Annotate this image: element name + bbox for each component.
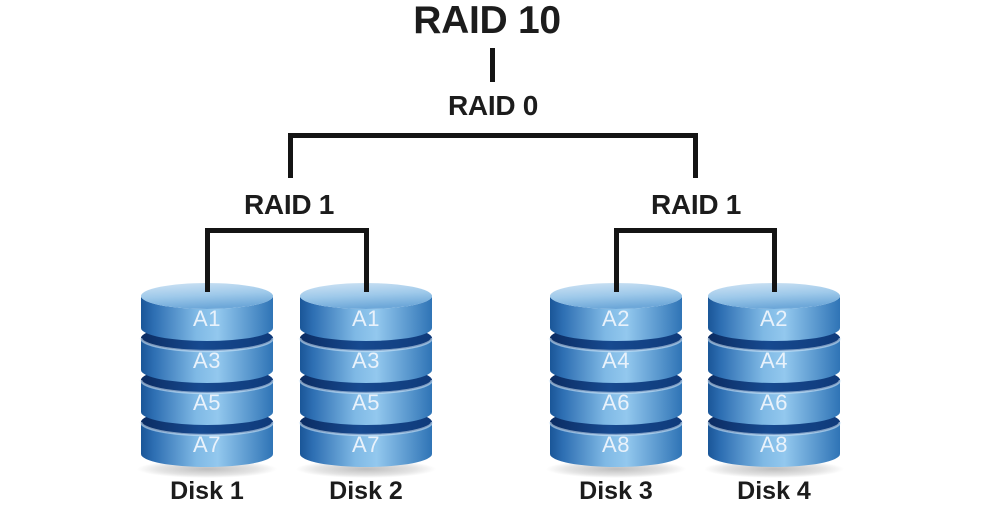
- disk-block-label: A1: [193, 306, 221, 331]
- disk-block-label: A7: [193, 432, 221, 457]
- disk-block-label: A6: [602, 390, 630, 415]
- disk-block-label: A8: [760, 432, 788, 457]
- disk-block-label: A2: [760, 306, 788, 331]
- disk-block-label: A3: [193, 348, 221, 373]
- raid1-group-2-label: RAID 1: [651, 189, 741, 220]
- disk-4-label: Disk 4: [737, 477, 811, 505]
- raid0-bracket-left-drop: [288, 133, 293, 178]
- raid0-bracket-right-drop: [693, 133, 698, 178]
- disk-block-label: A3: [352, 348, 380, 373]
- disk-block-label: A8: [602, 432, 630, 457]
- disk-block-label: A6: [760, 390, 788, 415]
- connector-disk1-drop: [205, 228, 210, 292]
- disk-2-cylinder-icon: A1 A3 A5 A7: [296, 281, 436, 480]
- connector-disk3-drop: [614, 228, 619, 292]
- disk-1-cylinder-icon: A1 A3 A5 A7: [137, 281, 277, 480]
- disk-block-label: A5: [193, 390, 221, 415]
- diagram-title: RAID 10: [413, 0, 561, 42]
- raid0-label: RAID 0: [448, 90, 538, 121]
- raid0-bracket-bar: [288, 133, 698, 138]
- disk-1-label: Disk 1: [170, 477, 244, 505]
- disk-block-label: A5: [352, 390, 380, 415]
- disk-block-label: A1: [352, 306, 380, 331]
- disk-block-label: A7: [352, 432, 380, 457]
- raid1-right-bracket-bar: [614, 228, 777, 233]
- disk-4-cylinder-icon: A2 A4 A6 A8: [704, 281, 844, 480]
- raid1-group-1-label: RAID 1: [244, 189, 334, 220]
- disk-2-label: Disk 2: [329, 477, 403, 505]
- raid1-left-bracket-bar: [205, 228, 369, 233]
- disk-block-label: A4: [760, 348, 788, 373]
- disk-3-label: Disk 3: [579, 477, 653, 505]
- disk-block-label: A4: [602, 348, 630, 373]
- disk-block-label: A2: [602, 306, 630, 331]
- connector-disk2-drop: [364, 228, 369, 292]
- connector-disk4-drop: [772, 228, 777, 292]
- connector-title-raid0: [490, 48, 495, 82]
- disk-3-cylinder-icon: A2 A4 A6 A8: [546, 281, 686, 480]
